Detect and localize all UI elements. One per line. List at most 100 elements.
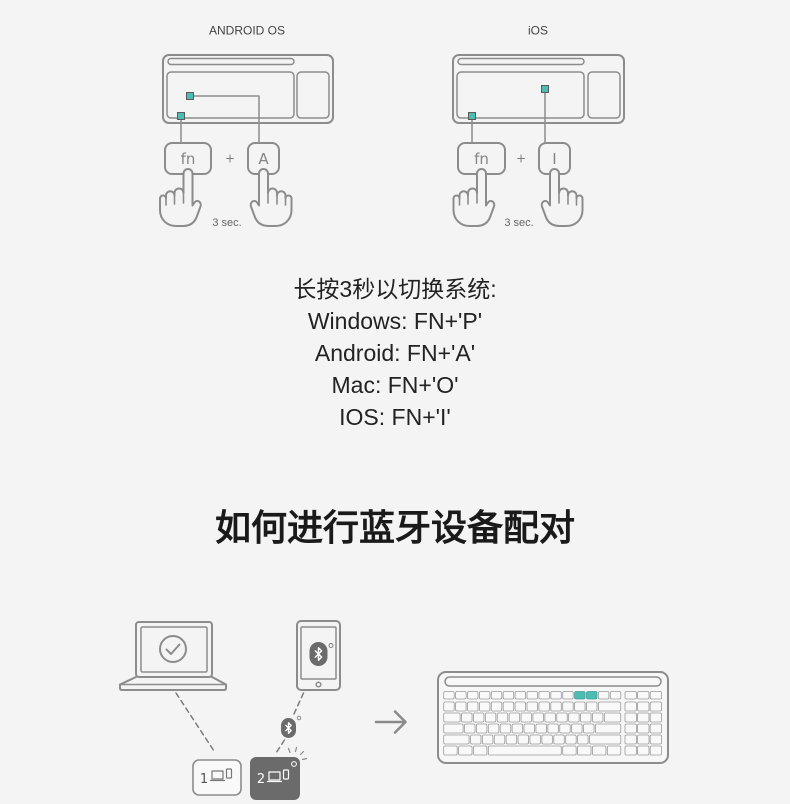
pairing-link-phone — [292, 692, 305, 716]
ios-diagram: iOS fn + I — [452, 24, 625, 229]
keyboard-key — [592, 712, 604, 723]
os-switch-instructions: 长按3秒以切换系统: Windows: FN+'P' Android: FN+'… — [0, 273, 790, 433]
keyboard-key — [568, 712, 580, 723]
keyboard-key — [479, 691, 491, 700]
keyboard-outline — [452, 54, 625, 124]
keyboard-key — [470, 734, 482, 745]
connector-line-letter — [189, 95, 260, 144]
keyboard-key — [535, 723, 547, 734]
keyboard-icon — [437, 671, 669, 764]
keyboard-key — [514, 701, 526, 712]
keyboard-key — [550, 691, 562, 700]
hand-pointer-icon — [249, 168, 293, 227]
keyboard-key — [649, 701, 662, 712]
keyboard-key — [467, 691, 479, 700]
keyboard-key — [649, 712, 662, 723]
channel-led-icon — [291, 761, 297, 767]
keyboard-key — [550, 701, 562, 712]
keyboard-key — [443, 723, 464, 734]
keyboard-key — [637, 691, 650, 700]
instruction-windows: Windows: FN+'P' — [307, 308, 483, 334]
keyboard-key — [499, 723, 512, 734]
keyboard-key — [609, 691, 622, 700]
indicator-led-icon — [177, 112, 185, 120]
keyboard-key — [637, 712, 650, 723]
keyboard-key — [624, 734, 637, 745]
trademark-mark-icon — [328, 643, 334, 648]
keyboard-key — [577, 734, 589, 745]
keyboard-key — [624, 691, 637, 700]
keyboard-key — [562, 745, 577, 756]
bluetooth-pairing-diagram: 1 2 — [119, 620, 669, 800]
keyboard-keys — [443, 691, 662, 756]
keyboard-key — [443, 734, 470, 745]
keyboard-key — [592, 745, 607, 756]
keyboard-key — [481, 734, 494, 745]
keyboard-key — [520, 712, 532, 723]
keyboard-key — [649, 734, 662, 745]
backlit-key — [586, 691, 598, 700]
keyboard-key — [479, 701, 491, 712]
keyboard-key — [597, 701, 622, 712]
keyboard-key — [490, 691, 503, 700]
phone-icon — [296, 620, 341, 691]
keyboard-key — [637, 745, 650, 756]
keyboard-main-area — [166, 71, 295, 119]
keyboard-key — [464, 723, 476, 734]
keyboard-key — [562, 691, 574, 700]
keyboard-key — [473, 712, 485, 723]
hold-duration-label: 3 sec. — [504, 217, 533, 229]
keyboard-key — [544, 712, 556, 723]
keyboard-key — [577, 745, 592, 756]
channel-key-2-label: 2 — [257, 772, 265, 787]
indicator-led-icon — [541, 85, 549, 93]
hold-duration-label: 3 sec. — [212, 217, 241, 229]
ios-label: iOS — [528, 24, 548, 38]
keyboard-key — [574, 701, 586, 712]
keyboard-key — [443, 691, 455, 700]
keyboard-key — [624, 701, 637, 712]
keyboard-key — [624, 723, 637, 734]
instruction-android: Android: FN+'A' — [314, 340, 476, 366]
keyboard-side-area — [296, 71, 330, 119]
a-key-label: A — [258, 150, 269, 168]
keyboard-key — [514, 691, 526, 700]
keyboard-key — [637, 723, 650, 734]
keyboard-key — [455, 701, 467, 712]
android-diagram: ANDROID OS fn + A — [159, 24, 334, 229]
keyboard-key — [589, 734, 622, 745]
keyboard-key — [595, 723, 622, 734]
keyboard-key — [649, 691, 662, 700]
keyboard-main-area — [456, 71, 585, 119]
keyboard-key — [571, 723, 583, 734]
keyboard-key — [547, 723, 559, 734]
keyboard-key — [487, 745, 562, 756]
keyboard-icon — [162, 54, 334, 124]
channel-key-1: 1 — [192, 759, 242, 796]
keyboard-key — [455, 691, 467, 700]
keyboard-key — [443, 712, 461, 723]
keyboard-key — [467, 701, 479, 712]
keyboard-key — [476, 723, 488, 734]
channel-key-1-label: 1 — [200, 772, 208, 787]
keyboard-key — [493, 734, 506, 745]
keyboard-key — [532, 712, 544, 723]
keyboard-key — [526, 701, 538, 712]
keyboard-key — [505, 734, 518, 745]
keyboard-key — [502, 701, 515, 712]
os-switch-diagrams: ANDROID OS fn + A — [159, 24, 625, 229]
keyboard-key — [649, 723, 662, 734]
plus-sign: + — [516, 152, 526, 166]
keyboard-key — [508, 712, 521, 723]
keyboard-key — [484, 712, 497, 723]
keyboard-key — [562, 701, 574, 712]
keyboard-key — [624, 745, 637, 756]
keyboard-key — [565, 734, 577, 745]
keyboard-key — [517, 734, 529, 745]
keyboard-key — [443, 701, 455, 712]
android-os-label: ANDROID OS — [209, 24, 285, 38]
pairing-section-title: 如何进行蓝牙设备配对 — [214, 508, 575, 549]
channel-key-2: 2 — [250, 746, 308, 800]
keyboard-key — [443, 745, 458, 756]
keyboard-key — [586, 701, 598, 712]
